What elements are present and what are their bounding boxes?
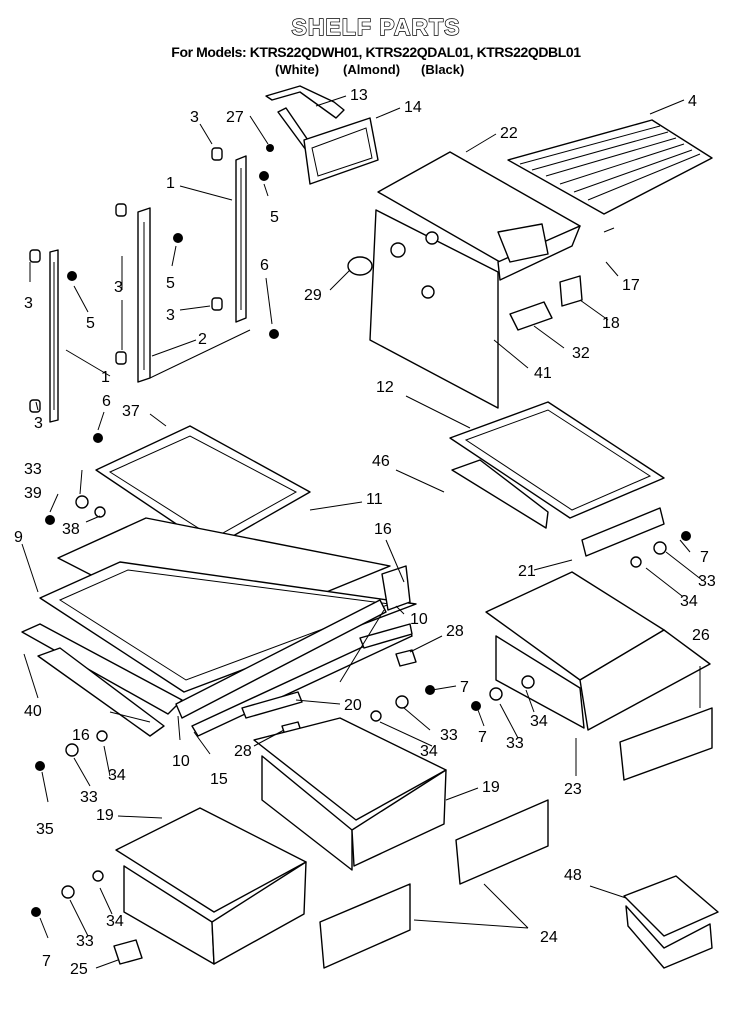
crisper-drawer-center [253, 717, 447, 871]
callout-6: 6 [102, 393, 111, 410]
clip-25 [113, 939, 143, 965]
glass-shelf-left [39, 425, 417, 693]
callout-4: 4 [688, 93, 697, 110]
crisper-housing [369, 151, 581, 409]
callout-labels: 1 1 2 3 3 3 3 3 4 5 5 5 6 6 7 7 7 7 9 10… [14, 87, 716, 978]
callout-21: 21 [518, 563, 536, 580]
drawer-front-24b [319, 883, 411, 969]
callout-28: 28 [446, 623, 464, 640]
callout-27: 27 [226, 109, 244, 126]
rail-bracket [149, 329, 251, 379]
callout-33: 33 [698, 573, 716, 590]
callout-9: 9 [14, 529, 23, 546]
callout-33: 33 [80, 789, 98, 806]
plug-29 [347, 256, 373, 276]
callout-17: 17 [622, 277, 640, 294]
callout-13: 13 [350, 87, 368, 104]
shelf-support-rail-middle [137, 207, 151, 383]
callout-23: 23 [564, 781, 582, 798]
callout-40: 40 [24, 703, 42, 720]
cover-14 [303, 117, 379, 185]
finish-white: (White) [275, 62, 320, 77]
callout-7: 7 [42, 953, 51, 970]
wire-shelf [507, 119, 713, 215]
model-list: For Models: KTRS22QDWH01, KTRS22QDAL01, … [171, 44, 581, 60]
callout-16: 16 [72, 727, 90, 744]
callout-5: 5 [166, 275, 175, 292]
callout-33: 33 [440, 727, 458, 744]
callout-33: 33 [506, 735, 524, 752]
callout-26: 26 [692, 627, 710, 644]
callout-5: 5 [86, 315, 95, 332]
crisper-drawer-left [115, 807, 307, 965]
callout-34: 34 [420, 743, 438, 760]
callout-46: 46 [372, 453, 390, 470]
callout-48: 48 [564, 867, 582, 884]
seal-32 [509, 301, 553, 331]
support-clips [29, 147, 223, 413]
glass-shelf-right [449, 401, 665, 529]
callout-7: 7 [700, 549, 709, 566]
callout-16: 16 [374, 521, 392, 538]
callout-29: 29 [304, 287, 322, 304]
callout-3: 3 [34, 415, 43, 432]
callout-33: 33 [76, 933, 94, 950]
callout-32: 32 [572, 345, 590, 362]
callout-24: 24 [540, 929, 558, 946]
callout-38: 38 [62, 521, 80, 538]
callout-22: 22 [500, 125, 518, 142]
callout-37: 37 [122, 403, 140, 420]
callout-2: 2 [198, 331, 207, 348]
crisper-drawer-right [485, 571, 711, 731]
shelf-support-rail-left [49, 249, 59, 423]
finish-almond: (Almond) [343, 62, 401, 77]
fasteners [31, 495, 691, 917]
callout-28: 28 [234, 743, 252, 760]
drawer-front-26 [619, 707, 713, 781]
callout-25: 25 [70, 961, 88, 978]
callout-7: 7 [460, 679, 469, 696]
callout-3: 3 [24, 295, 33, 312]
callout-41: 41 [534, 365, 552, 382]
callout-12: 12 [376, 379, 394, 396]
drawer-front-24a [455, 799, 549, 885]
callout-34: 34 [108, 767, 126, 784]
trim-21 [581, 507, 665, 557]
callout-5: 5 [270, 209, 279, 226]
callout-34: 34 [680, 593, 698, 610]
callout-34: 34 [530, 713, 548, 730]
callout-3: 3 [114, 279, 123, 296]
callout-33: 33 [24, 461, 42, 478]
callout-10: 10 [172, 753, 190, 770]
callout-1: 1 [166, 175, 175, 192]
callout-15: 15 [210, 771, 228, 788]
callout-35: 35 [36, 821, 54, 838]
pin-17 [603, 227, 615, 233]
callout-7: 7 [478, 729, 487, 746]
callout-10: 10 [410, 611, 428, 628]
callout-3: 3 [190, 109, 199, 126]
callout-1: 1 [101, 369, 110, 386]
callout-11: 11 [366, 491, 383, 508]
callout-19: 19 [96, 807, 114, 824]
page-title: SHELF PARTS [291, 13, 461, 40]
screws-left [67, 144, 279, 443]
callout-20: 20 [344, 697, 362, 714]
callout-14: 14 [404, 99, 422, 116]
leader-lines [21, 95, 703, 969]
callout-18: 18 [602, 315, 620, 332]
callout-6: 6 [260, 257, 269, 274]
shelf-support-rail-right [235, 155, 247, 323]
callout-34: 34 [106, 913, 124, 930]
callout-19: 19 [482, 779, 500, 796]
bin-48 [623, 875, 719, 969]
bracket-18 [559, 275, 583, 307]
callout-39: 39 [24, 485, 42, 502]
finish-black: (Black) [421, 62, 465, 77]
callout-3: 3 [166, 307, 175, 324]
